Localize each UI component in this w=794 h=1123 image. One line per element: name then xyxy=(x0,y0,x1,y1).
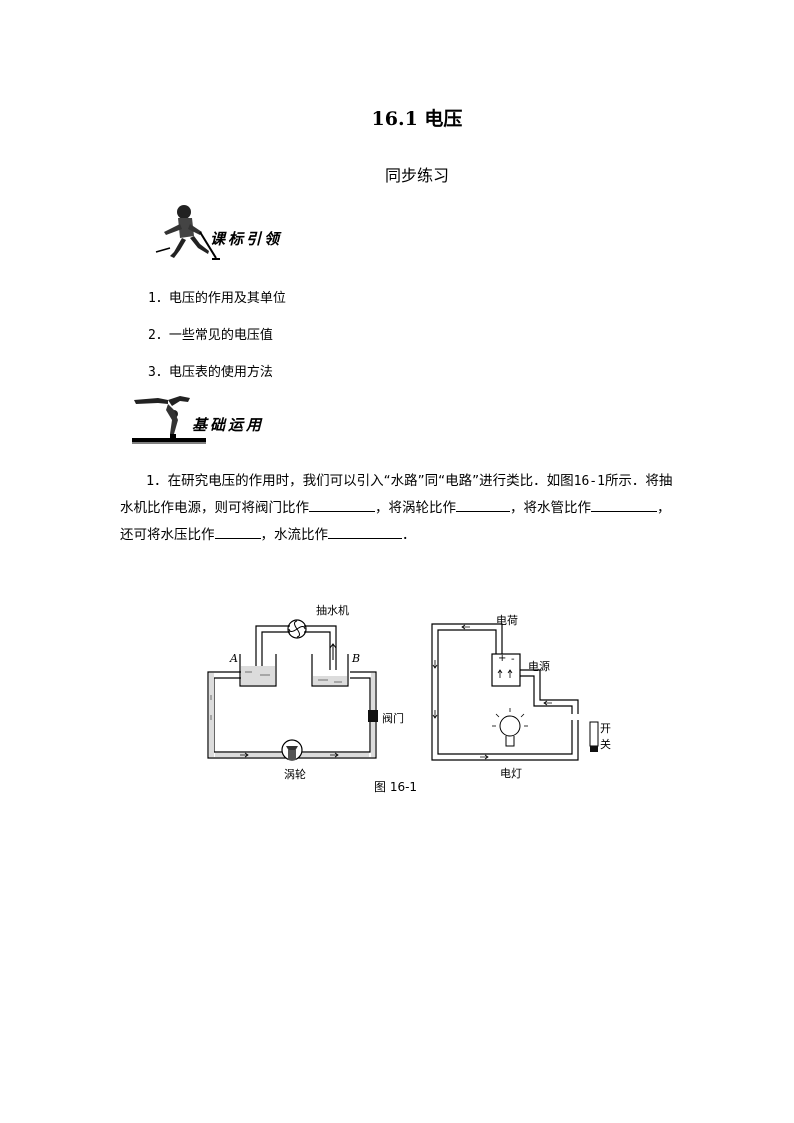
label-lamp: 电灯 xyxy=(500,767,522,780)
label-pump: 抽水机 xyxy=(316,604,349,617)
section-header-label: 课标引领 xyxy=(210,230,283,248)
lamp-icon xyxy=(492,708,528,747)
label-minus: - xyxy=(511,654,515,665)
question-1: 1．在研究电压的作用时，我们可以引入“水路”同“电路”进行类比．如图16-1所示… xyxy=(120,473,673,543)
label-charge: 电荷 xyxy=(496,614,518,627)
objective-item: 3．电压表的使用方法 xyxy=(148,365,273,380)
water-circuit xyxy=(207,619,377,759)
label-source: 电源 xyxy=(528,660,550,673)
answer-blank[interactable] xyxy=(456,496,510,512)
label-switch: 开关 xyxy=(600,722,611,751)
label-turbine: 涡轮 xyxy=(284,768,306,781)
label-plus: + xyxy=(498,653,507,664)
valve-icon xyxy=(368,710,378,722)
label-valve: 阀门 xyxy=(382,712,404,725)
answer-blank[interactable] xyxy=(591,496,657,512)
section-header-objectives: 课标引领 xyxy=(150,202,290,262)
objective-item: 2．一些常见的电压值 xyxy=(148,328,273,343)
hockey-player-icon xyxy=(155,205,220,260)
section-header-label: 基础运用 xyxy=(192,416,265,434)
turbine-icon xyxy=(281,739,303,761)
label-a: A xyxy=(230,652,238,665)
figure-caption: 图 16-1 xyxy=(374,780,418,794)
page-title: 16.1 电压 xyxy=(371,108,463,130)
answer-blank[interactable] xyxy=(214,523,261,539)
page-subtitle: 同步练习 xyxy=(384,166,449,185)
label-b: B xyxy=(352,652,361,665)
answer-blank[interactable] xyxy=(328,523,402,539)
pump-fan-icon xyxy=(288,620,306,638)
section-header-practice: 基础运用 xyxy=(128,390,278,446)
electric-circuit xyxy=(431,623,579,761)
gymnast-icon xyxy=(132,396,206,444)
objective-item: 1．电压的作用及其单位 xyxy=(148,291,286,306)
water-circuit-analogy-diagram xyxy=(207,619,599,761)
switch-icon xyxy=(589,721,599,752)
figure-16-1: 抽水机 A B 阀门 涡轮 电荷 + - 电源 开关 电灯 xyxy=(200,600,620,800)
answer-blank[interactable] xyxy=(309,496,375,512)
